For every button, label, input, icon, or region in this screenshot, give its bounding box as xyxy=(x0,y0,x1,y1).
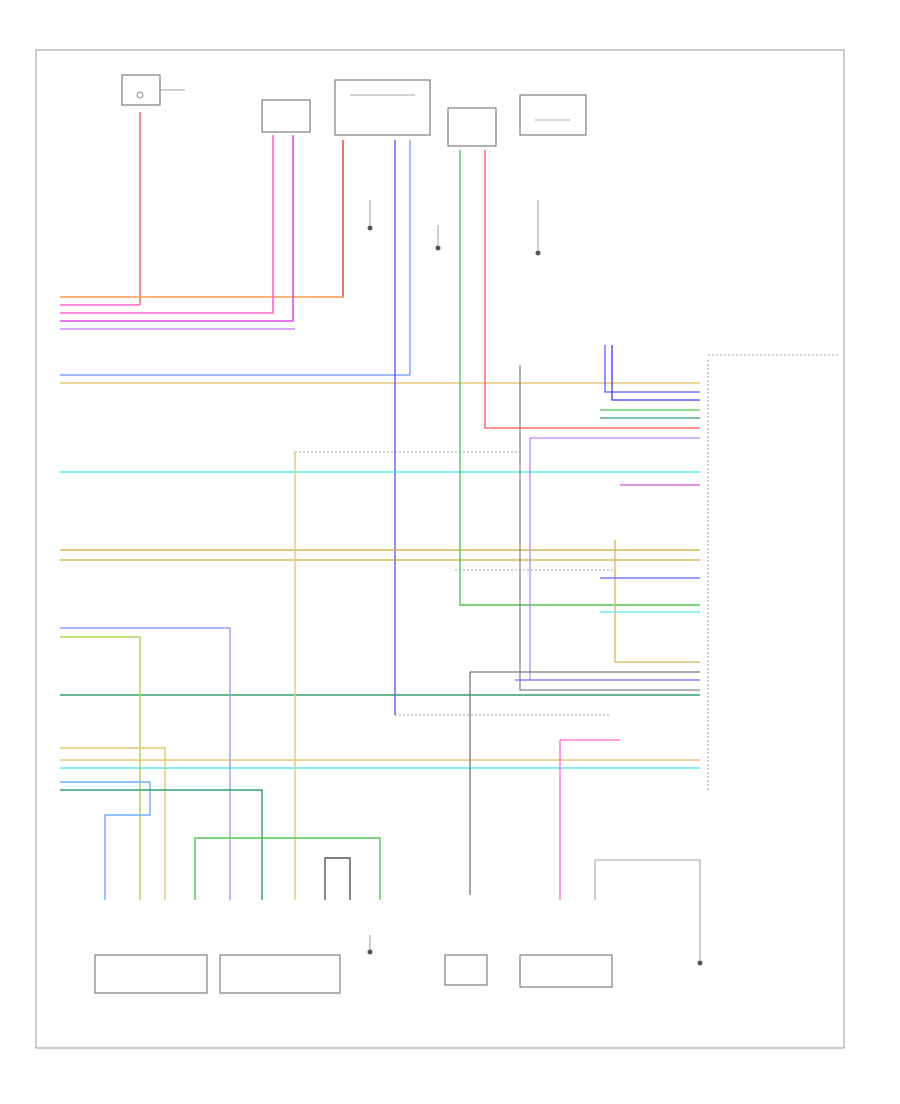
wire-tan-right-v xyxy=(614,540,700,663)
wire-violet-right xyxy=(529,437,700,680)
wire-yellowgreen-bl xyxy=(60,636,141,900)
ground-symbol-3 xyxy=(535,200,541,256)
wire-teal-bl xyxy=(60,789,263,900)
component-top-3 xyxy=(334,79,431,136)
component-bottom-2 xyxy=(219,954,341,994)
wire-magenta-low xyxy=(559,739,620,900)
wire-green-long xyxy=(459,150,700,606)
ground-symbol-1 xyxy=(367,200,373,231)
wire-gray-mid xyxy=(469,671,700,895)
ground-symbol-5 xyxy=(367,935,373,955)
wire-magenta-4 xyxy=(60,135,294,322)
wire-lightblue-1 xyxy=(60,140,411,376)
right-wire-group xyxy=(469,150,700,900)
wire-gray-bl xyxy=(324,857,351,900)
main-wire-group xyxy=(60,140,700,769)
component-bottom-4 xyxy=(519,954,613,988)
wire-violet-bl xyxy=(60,627,231,900)
wire-pink-3 xyxy=(60,135,274,314)
component-top-1 xyxy=(121,74,185,106)
bottom-left-wire-group xyxy=(60,452,381,900)
component-top-5 xyxy=(519,94,587,136)
component-bottom-3 xyxy=(444,954,488,986)
diagram-border xyxy=(35,49,845,1049)
wire-red-right xyxy=(484,150,700,429)
wire-cyan-bl xyxy=(60,781,151,900)
component-top-4 xyxy=(447,107,497,147)
left-top-wire-group xyxy=(60,112,344,330)
ground-symbol-2 xyxy=(435,225,441,251)
wire-red-top xyxy=(60,140,344,298)
component-top-2 xyxy=(261,99,311,133)
wire-gray-right xyxy=(519,365,700,691)
wire-green-bl xyxy=(194,837,381,900)
wire-blue-right xyxy=(604,345,700,393)
wire-tan-bl2 xyxy=(60,747,166,900)
ground-symbol-4 xyxy=(594,859,703,966)
wire-blue-right-2 xyxy=(611,345,700,401)
component-bottom-1 xyxy=(94,954,208,994)
